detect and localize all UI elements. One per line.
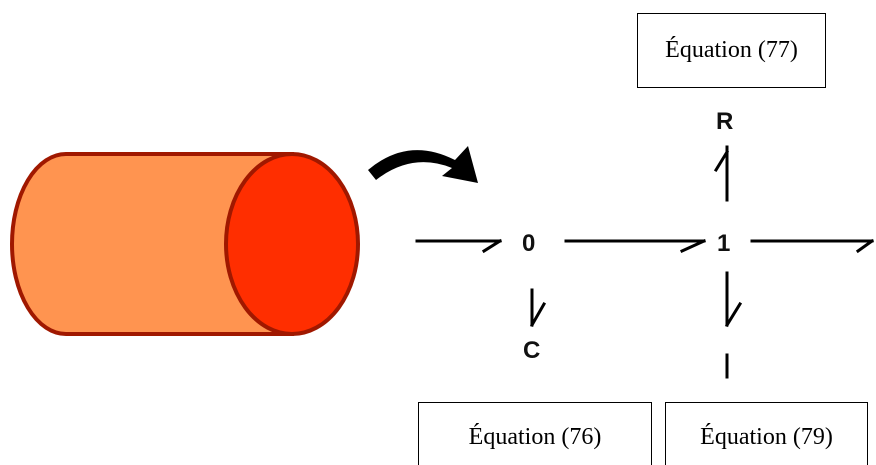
equation-box-bottom-right: Équation (79) <box>665 402 868 465</box>
cylinder-illustration <box>10 152 360 336</box>
curved-arrow-icon <box>368 146 478 183</box>
cylinder-body <box>10 152 294 336</box>
equation-box-bottom-left: Équation (76) <box>418 402 652 465</box>
equation-box-top: Équation (77) <box>637 13 826 88</box>
resistance-label: R <box>716 108 733 135</box>
equation-label: Équation (77) <box>665 37 798 63</box>
junction-zero-label: 0 <box>522 230 535 257</box>
bond-input-to-zero <box>415 238 503 254</box>
equation-label: Équation (79) <box>700 424 833 450</box>
bond-zero-to-one <box>564 239 706 253</box>
bond-zero-to-c <box>529 288 547 328</box>
cylinder-face <box>224 152 360 336</box>
junction-one-label: 1 <box>717 230 730 257</box>
bond-one-to-output <box>750 238 875 254</box>
capacitance-label: C <box>523 337 540 364</box>
equation-label: Équation (76) <box>468 424 602 450</box>
bond-one-to-r <box>713 145 730 202</box>
bond-one-to-i <box>724 271 743 328</box>
